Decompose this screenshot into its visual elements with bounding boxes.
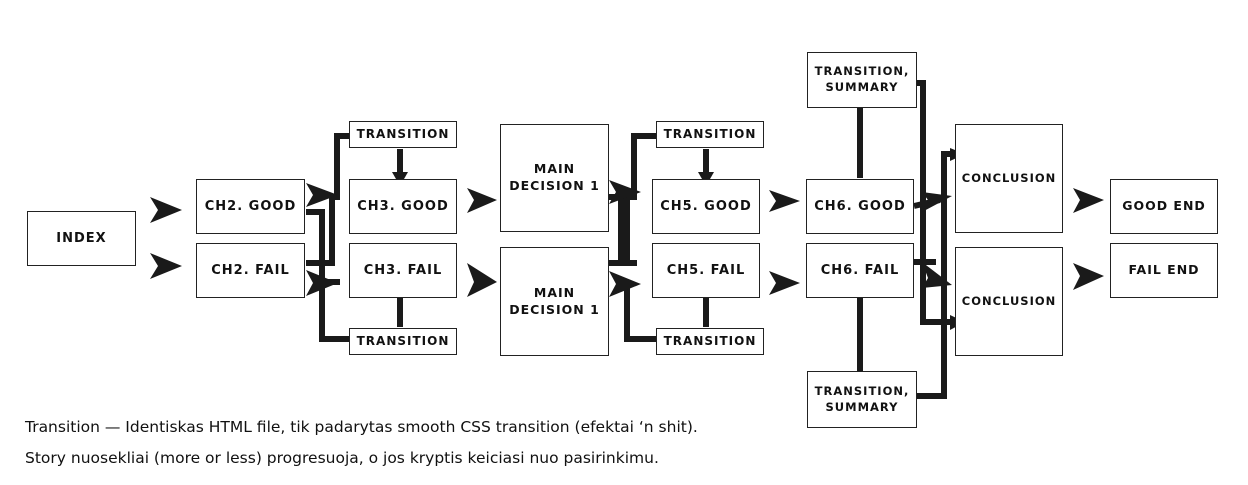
connector-summary-bottom-conclusion: [917, 151, 955, 399]
node-ch6-good: CH6. GOOD: [806, 179, 914, 234]
node-conclusion-bottom: CONCLUSION: [955, 247, 1063, 356]
node-ch6-fail: CH6. FAIL: [806, 243, 914, 298]
connector-decision-top: [609, 194, 637, 266]
node-transition-summary-bottom: TRANSITION, SUMMARY: [807, 371, 917, 428]
arrow-ch3-good-decision: [467, 188, 497, 213]
arrow-ch6-fail-conclusion: [922, 262, 952, 288]
node-conclusion-top: CONCLUSION: [955, 124, 1063, 233]
node-ch2-good: CH2. GOOD: [196, 179, 305, 234]
arrow-ch2-fail-ch3-fail: [306, 270, 338, 296]
arrow-conclusion-fail-end: [1073, 263, 1104, 290]
arrow-conclusion-good-end: [1073, 188, 1104, 213]
note-transition: Transition — Identiskas HTML file, tik p…: [25, 418, 698, 436]
node-transition-top-2: TRANSITION: [656, 121, 764, 148]
node-ch3-fail: CH3. FAIL: [349, 243, 457, 298]
arrow-decision-ch5-fail: [609, 271, 641, 297]
node-fail-end: FAIL END: [1110, 243, 1218, 298]
connector-transition-bottom-1: [319, 282, 350, 342]
connector-transition-bottom-2: [624, 282, 657, 342]
node-main-decision-top: MAIN DECISION 1: [500, 124, 609, 232]
arrow-decision-ch5-good: [609, 180, 641, 204]
note-story: Story nuosekliai (more or less) progresu…: [25, 449, 659, 467]
arrow-ch5-good-ch6-good: [769, 190, 800, 212]
arrow-index-ch2-good: [150, 197, 182, 223]
node-transition-summary-top: TRANSITION, SUMMARY: [807, 52, 917, 108]
node-transition-top-1: TRANSITION: [349, 121, 457, 148]
node-ch5-fail: CH5. FAIL: [652, 243, 760, 298]
arrow-ch2-good-ch3-good: [306, 183, 338, 207]
arrow-index-ch2-fail: [150, 253, 182, 279]
node-ch5-good: CH5. GOOD: [652, 179, 760, 234]
arrow-ch5-fail-ch6-fail: [769, 271, 800, 295]
node-ch2-fail: CH2. FAIL: [196, 243, 305, 298]
node-good-end: GOOD END: [1110, 179, 1218, 234]
connector-transition-top-1: [334, 133, 350, 197]
node-transition-bottom-1: TRANSITION: [349, 328, 457, 355]
arrow-ch6-good-conclusion: [922, 192, 952, 212]
node-index: INDEX: [27, 211, 136, 266]
node-transition-bottom-2: TRANSITION: [656, 328, 764, 355]
node-main-decision-bottom: MAIN DECISION 1: [500, 247, 609, 356]
node-ch3-good: CH3. GOOD: [349, 179, 457, 234]
connector-transition-top-2: [631, 133, 657, 197]
arrow-ch3-fail-decision: [467, 263, 497, 297]
